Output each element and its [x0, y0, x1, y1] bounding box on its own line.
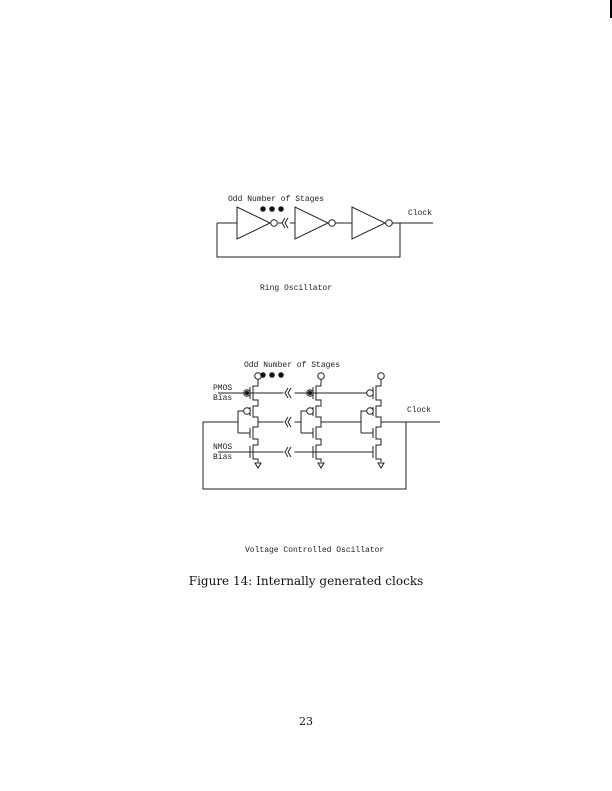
- break-gap: [283, 386, 295, 400]
- vdd-terminal: [254, 372, 262, 380]
- feedback-loop: [202, 421, 407, 490]
- vco-clock-label: Clock: [407, 406, 432, 415]
- vdd-terminal: [377, 372, 385, 380]
- inverter-2: [294, 206, 330, 240]
- inversion-bubble: [366, 389, 374, 397]
- inverter-1: [236, 206, 272, 240]
- break-symbol: [281, 217, 286, 229]
- ground-icon: [377, 462, 385, 469]
- nmos-inverter-transistor: [375, 424, 382, 442]
- vdd-terminal: [317, 372, 325, 380]
- inversion-bubble: [385, 219, 393, 227]
- inversion-bubble: [366, 407, 374, 415]
- break-gap: [283, 445, 295, 459]
- nmos-inverter-transistor: [252, 424, 259, 442]
- stage-ellipsis-dot: [260, 372, 266, 378]
- ground-icon: [317, 462, 325, 469]
- pmos-bias-transistor: [375, 383, 382, 403]
- stage-ellipsis-dot: [269, 372, 275, 378]
- nmos-inverter-transistor: [315, 424, 322, 442]
- pmos-inverter-transistor: [375, 403, 382, 420]
- inversion-bubble: [243, 407, 251, 415]
- page-number: 23: [299, 715, 313, 728]
- vco-nmos-bias-label: Bias: [213, 453, 233, 462]
- vco-pmos-bias-label: Bias: [213, 394, 233, 403]
- break-symbol: [284, 387, 289, 399]
- ring-stages-label: Odd Number of Stages: [228, 195, 325, 204]
- pmos-inverter-transistor: [252, 403, 259, 420]
- inverter-input: [237, 410, 244, 433]
- break-symbol: [287, 416, 292, 428]
- figure-caption: Figure 14: Internally generated clocks: [188, 574, 424, 588]
- inverter-input: [300, 410, 307, 433]
- vco-caption: Voltage Controlled Oscillator: [245, 546, 385, 555]
- nmos-bias-transistor: [375, 442, 382, 462]
- stage-ellipsis-dot: [269, 206, 275, 212]
- ring-clock-label: Clock: [408, 209, 433, 218]
- inversion-bubble: [270, 219, 278, 227]
- vco-nmos-label: NMOS: [213, 443, 233, 452]
- stage-ellipsis-dot: [260, 206, 266, 212]
- stage-ellipsis-dot: [278, 206, 284, 212]
- break-symbol: [284, 416, 289, 428]
- junction-dot: [307, 390, 313, 396]
- ring-caption: Ring Oscillator: [260, 284, 333, 293]
- break-symbol: [287, 446, 292, 458]
- ground-icon: [254, 462, 262, 469]
- pmos-inverter-transistor: [315, 403, 322, 420]
- stage-ellipsis-dot: [278, 372, 284, 378]
- feedback-loop: [216, 223, 401, 258]
- inversion-bubble: [328, 219, 336, 227]
- inverter-3: [351, 206, 387, 240]
- junction-dot: [244, 390, 250, 396]
- break-symbol: [287, 387, 292, 399]
- inverter-input: [360, 410, 367, 433]
- break-symbol: [284, 217, 289, 229]
- vco-stages-label: Odd Number of Stages: [244, 361, 341, 370]
- page-edge-mark: [610, 0, 612, 18]
- break-gap: [283, 415, 295, 429]
- break-symbol: [284, 446, 289, 458]
- inversion-bubble: [306, 407, 314, 415]
- vco-pmos-label: PMOS: [213, 384, 233, 393]
